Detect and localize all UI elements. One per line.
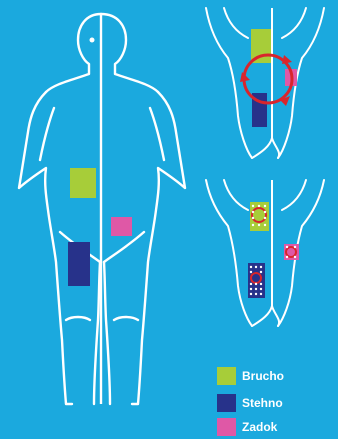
legend-swatch-buttock (217, 418, 236, 436)
legend-item-abdomen: Brucho (217, 367, 284, 385)
leg-inner-left (94, 262, 100, 404)
legend-item-buttock: Zadok (217, 418, 277, 436)
legend-swatch-thigh (217, 394, 236, 412)
legend-label-abdomen: Brucho (242, 367, 284, 385)
right-arm-inner (150, 108, 164, 160)
leg-inner-right (104, 262, 110, 404)
legend-item-thigh: Stehno (217, 394, 283, 412)
legend-label-buttock: Zadok (242, 418, 277, 436)
knee-right (114, 317, 138, 320)
head-outline-right (101, 14, 158, 92)
thigh-zone (68, 242, 90, 286)
eye-mark (90, 38, 95, 43)
legend-swatch-abdomen (217, 367, 236, 385)
knee-left (66, 317, 90, 320)
buttock-zone (111, 217, 132, 236)
inset-sites-figure (206, 180, 324, 326)
abdomen-zone (70, 168, 96, 198)
left-arm-inner (40, 108, 54, 160)
rotation-arrowhead-top (282, 55, 292, 64)
legend-label-thigh: Stehno (242, 394, 283, 412)
head-outline (46, 14, 101, 92)
